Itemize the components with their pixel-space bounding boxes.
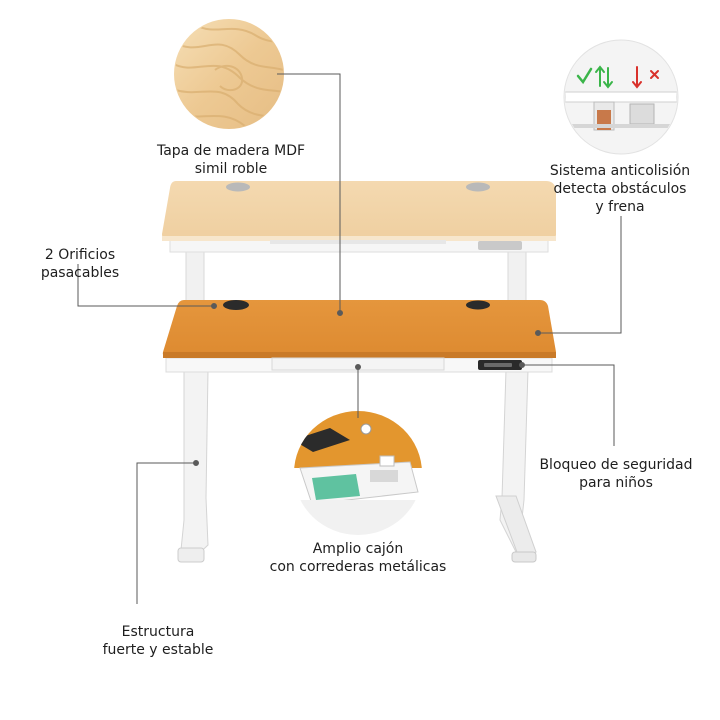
down-arrow-icon [632,66,642,89]
label-line: pasacables [40,265,120,281]
check-icon [576,67,593,85]
label-line: Bloqueo de seguridad [539,457,693,473]
label-line: y frena [595,199,645,215]
desk-raised [162,181,556,327]
feature-label-drawer: Amplio cajón con correderas metálicas [248,540,468,576]
label-line: detecta obstáculos [553,181,687,197]
label-line: 2 Orificios [44,247,116,263]
feature-label-frame: Estructura fuerte y estable [78,623,238,659]
label-line: simil roble [194,161,268,177]
cross-icon [650,70,659,79]
label-line: Sistema anticolisión [549,163,691,179]
cable-hole [226,182,250,192]
drawer-inset [293,410,423,536]
label-line: Estructura [121,624,195,640]
connector-lines [77,73,622,604]
label-line: para niños [579,475,653,491]
feature-label-top: Tapa de madera MDF simil roble [118,142,344,178]
desk-lowered [162,300,556,563]
label-line: Tapa de madera MDF [156,143,306,159]
cable-hole [223,300,249,310]
feature-label-anticollision: Sistema anticolisión detecta obstáculos … [530,162,710,216]
up-down-arrows-icon [595,65,613,89]
cable-hole [466,300,490,310]
feature-label-lock: Bloqueo de seguridad para niños [526,456,706,492]
control-panel [478,241,522,250]
cable-hole [466,182,490,192]
label-line: Amplio cajón [312,541,404,557]
label-line: fuerte y estable [102,642,214,658]
anticollision-inset [563,39,679,155]
feature-label-holes: 2 Orificios pasacables [22,246,138,282]
label-line: con correderas metálicas [269,559,447,575]
